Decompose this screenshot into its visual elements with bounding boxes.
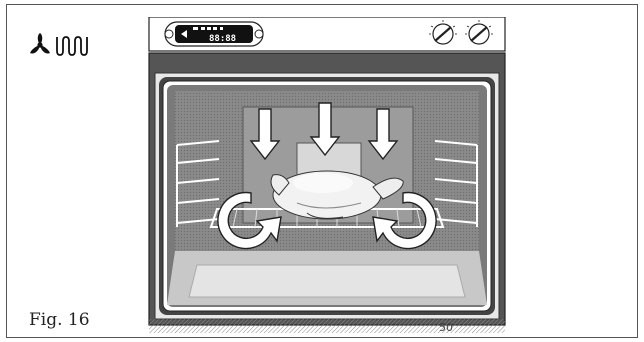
programmer-display: 88:88 — [165, 22, 263, 46]
heating-element-icon — [57, 37, 87, 55]
figure-label: Fig. 16 — [29, 310, 90, 330]
display-time: 88:88 — [209, 34, 236, 44]
control-panel: 88:88 — [149, 17, 505, 51]
fan-icon — [30, 33, 50, 54]
mode-symbol — [29, 29, 99, 59]
oven-illustration: 88:88 — [147, 17, 507, 333]
page-number: 50 — [439, 321, 453, 333]
